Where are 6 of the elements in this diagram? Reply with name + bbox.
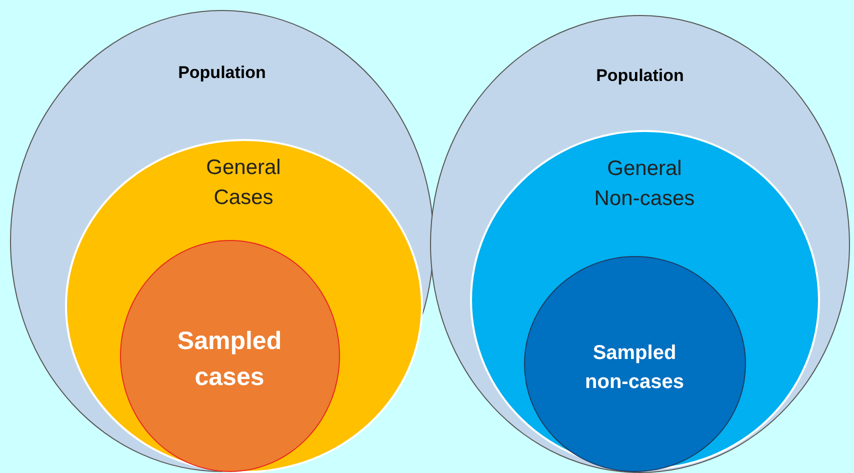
ellipse-label: General Non-cases (593, 156, 696, 212)
ellipse-label: Sampled non-cases (584, 340, 685, 394)
ellipse-label: Population (177, 62, 267, 84)
ellipse-label: Sampled cases (176, 326, 283, 393)
ellipse-label: Population (595, 65, 685, 87)
ellipse-label: General Cases (205, 154, 282, 211)
